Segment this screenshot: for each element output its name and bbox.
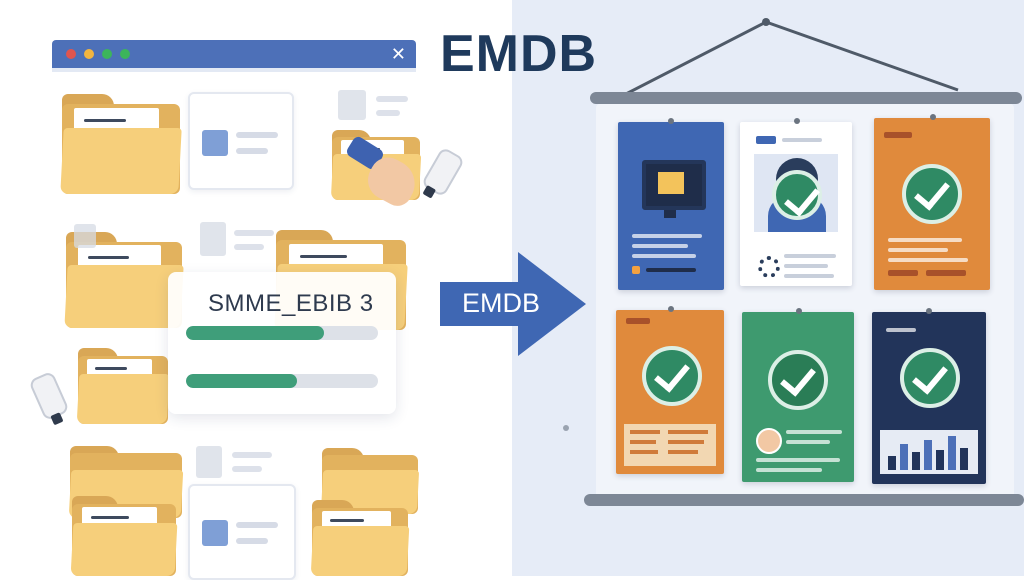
poster-card[interactable]: [872, 308, 986, 484]
document-card[interactable]: [188, 92, 294, 190]
check-icon: [768, 350, 828, 410]
gear-icon: [758, 256, 780, 278]
progress-fill: [186, 326, 325, 340]
minimize-dot-icon[interactable]: [84, 49, 94, 59]
check-icon: [772, 170, 822, 220]
close-dot-icon[interactable]: [66, 49, 76, 59]
window-title-bar: ✕: [52, 40, 416, 68]
check-icon: [902, 164, 962, 224]
folder-icon[interactable]: [310, 500, 410, 576]
progress-fill: [186, 374, 298, 388]
check-icon: [642, 346, 702, 406]
poster-card[interactable]: [742, 308, 854, 482]
document-icon: [196, 446, 222, 478]
document-icon: [74, 224, 96, 248]
folder-icon[interactable]: [76, 348, 170, 424]
poster-card[interactable]: [618, 118, 724, 290]
progress-bar: [186, 374, 378, 388]
board-bottom-rail: [584, 494, 1024, 506]
progress-bar: [186, 326, 378, 340]
document-icon: [200, 222, 226, 256]
poster-card[interactable]: [616, 306, 724, 474]
document-icon: [338, 90, 366, 120]
document-card[interactable]: [188, 484, 296, 580]
extra-dot-icon: [120, 49, 130, 59]
file-area: ✕ SMME_EBIB 3: [0, 0, 512, 580]
maximize-dot-icon[interactable]: [102, 49, 112, 59]
document-icon: [202, 130, 228, 156]
chart-thumbnail: [880, 430, 978, 474]
folder-icon[interactable]: [64, 232, 184, 328]
folder-icon[interactable]: [70, 496, 178, 576]
document-icon: [202, 520, 228, 546]
poster-card[interactable]: [740, 118, 852, 286]
close-icon[interactable]: ✕: [390, 44, 406, 64]
avatar: [756, 428, 782, 454]
folder-icon[interactable]: [60, 94, 182, 194]
transfer-arrow-icon: [440, 252, 586, 356]
arrow-label: EMDB: [461, 288, 540, 318]
board-top-rail: [590, 92, 1022, 104]
window-divider: [52, 68, 416, 72]
check-icon: [900, 348, 960, 408]
poster-card[interactable]: [874, 114, 990, 290]
progress-panel: SMME_EBIB 3: [168, 272, 396, 414]
progress-label: SMME_EBIB 3: [208, 290, 374, 317]
monitor-icon: [642, 160, 706, 210]
page-title: EMDB: [440, 25, 598, 83]
